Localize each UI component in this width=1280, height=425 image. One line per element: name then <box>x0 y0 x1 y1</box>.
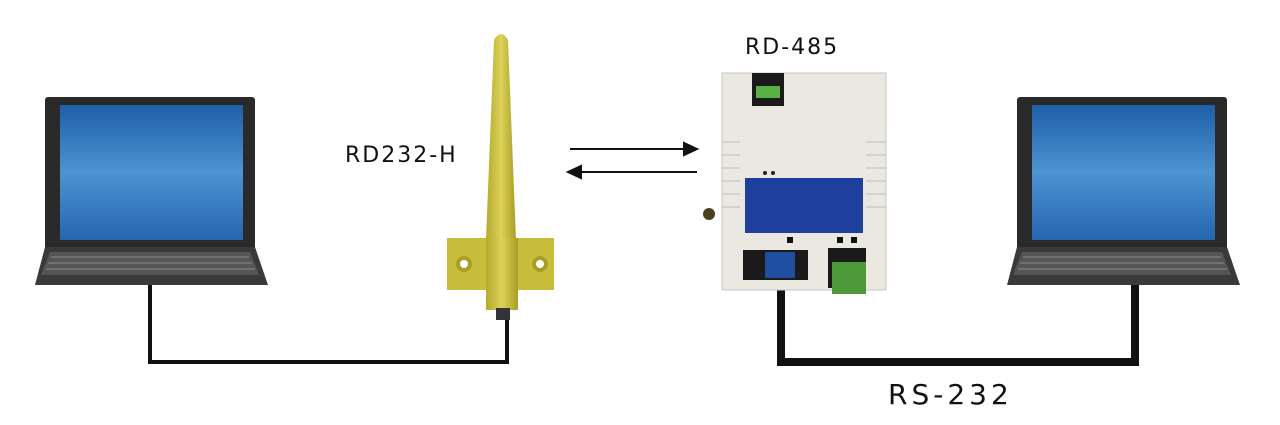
arrow-left-head-icon <box>565 164 582 180</box>
converter-device <box>703 72 887 294</box>
rs232-cable <box>777 262 1139 366</box>
converter-panel <box>745 178 863 233</box>
data-flow-arrows <box>565 141 700 180</box>
mounting-screw-icon <box>703 208 715 220</box>
right-laptop <box>1006 96 1241 286</box>
arrow-right-head-icon <box>683 141 700 157</box>
antenna-device <box>447 34 554 320</box>
left-cable <box>148 285 509 364</box>
converter-device-label: RD-485 <box>745 35 840 60</box>
left-laptop <box>34 96 269 286</box>
cable-label: RS-232 <box>888 378 1013 411</box>
antenna-device-label: RD232-H <box>345 143 458 168</box>
